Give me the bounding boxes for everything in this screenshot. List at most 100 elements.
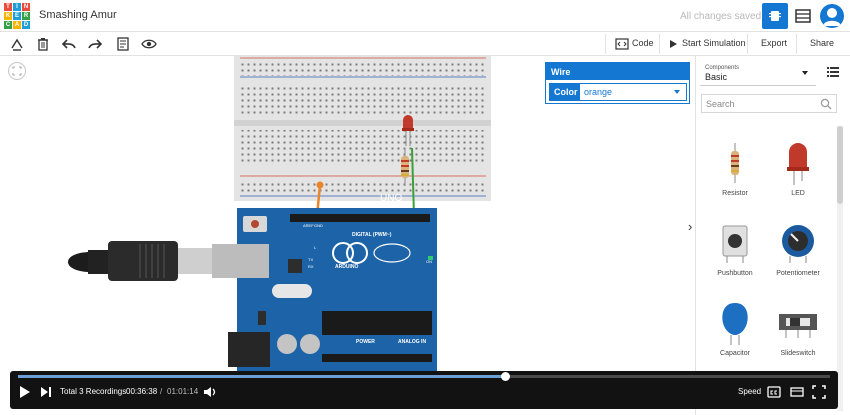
component-label: LED — [791, 190, 805, 197]
select-underline — [700, 85, 816, 86]
chevron-down-icon — [674, 90, 680, 94]
speed-button[interactable]: Speed — [738, 387, 762, 396]
capacitor-icon — [715, 298, 755, 348]
color-value: orange — [584, 87, 613, 97]
potentiometer-icon — [778, 218, 818, 268]
toolbar-divider — [659, 34, 660, 54]
component-pushbutton[interactable]: Pushbutton — [705, 218, 765, 288]
l-led-label: L — [314, 245, 317, 250]
scrollbar-thumb[interactable] — [837, 126, 843, 204]
toolbar: Code Start Simulation Export Share — [0, 32, 850, 56]
zoom-to-fit-button[interactable] — [8, 62, 26, 80]
component-label: Slideswitch — [780, 350, 816, 357]
search-icon — [820, 98, 832, 110]
notes-button[interactable] — [115, 36, 131, 52]
digital-pwm-label: DIGITAL (PWM~) — [352, 232, 392, 238]
chip-icon — [769, 11, 781, 21]
gnd-pin-label: GND — [314, 223, 323, 228]
components-panel: Components Basic Search — [695, 56, 850, 415]
undo-button[interactable] — [61, 36, 77, 52]
components-category-select[interactable]: Basic — [705, 72, 728, 82]
project-title[interactable]: Smashing Amur — [39, 9, 117, 21]
component-led[interactable]: LED — [768, 138, 828, 208]
progress-knob[interactable] — [501, 372, 511, 381]
code-button[interactable]: Code — [632, 38, 654, 48]
user-icon — [823, 8, 841, 26]
progress-fill — [18, 375, 506, 378]
component-label: Resistor — [722, 190, 748, 197]
collapse-panel-chevron-icon[interactable]: › — [688, 219, 693, 234]
component-list-icon[interactable] — [795, 8, 811, 24]
trash-icon — [38, 38, 48, 51]
user-avatar[interactable] — [820, 4, 844, 28]
export-button[interactable]: Export — [761, 38, 788, 48]
analog-in-header-label: ANALOG IN — [398, 339, 427, 345]
video-player-bar: Total 3 Recordings 00:36:38 / 01:01:14 S… — [10, 371, 838, 409]
theater-mode-icon[interactable] — [790, 385, 804, 399]
wire-color-select[interactable]: Color orange — [549, 83, 687, 101]
power-header-label: POWER — [356, 339, 375, 345]
chevron-down-icon[interactable] — [802, 71, 808, 75]
wire-inspector: Wire Color orange — [545, 62, 690, 104]
save-status: All changes saved — [680, 11, 762, 22]
fullscreen-icon[interactable] — [812, 385, 826, 399]
component-label: Pushbutton — [717, 270, 753, 277]
start-simulation-button[interactable]: Start Simulation — [682, 38, 746, 48]
arduino-brand-label: ARDUINO — [335, 264, 359, 270]
rotate-tool[interactable] — [9, 36, 25, 52]
top-bar: T I N K E R C A D Smashing Amur All chan… — [0, 0, 850, 32]
recordings-count: Total 3 Recordings — [60, 387, 127, 396]
resistor-icon — [715, 138, 755, 188]
share-button[interactable]: Share — [810, 38, 835, 48]
component-label: Potentiometer — [776, 270, 820, 277]
tinkercad-logo[interactable]: T I N K E R C A D — [4, 3, 30, 29]
toolbar-divider — [796, 34, 797, 54]
color-label: Color — [550, 84, 580, 100]
component-resistor[interactable]: Resistor — [705, 138, 765, 208]
notes-icon — [117, 37, 129, 51]
arduino-uno-board[interactable] — [212, 208, 437, 374]
toolbar-divider — [747, 34, 748, 54]
captions-icon[interactable] — [767, 385, 781, 399]
play-icon[interactable] — [19, 385, 31, 399]
search-placeholder: Search — [706, 99, 735, 109]
uno-model-label: UNO — [380, 193, 403, 204]
green-wire[interactable] — [411, 147, 415, 217]
total-time: 01:01:14 — [167, 387, 199, 396]
slideswitch-icon — [778, 298, 818, 348]
led-icon — [778, 138, 818, 188]
volume-icon[interactable] — [203, 385, 217, 399]
usb-cable[interactable] — [68, 241, 213, 281]
circuit-canvas[interactable]: DIGITAL (PWM~) ARDUINO UNO ON L TX RX AR… — [0, 56, 695, 415]
delete-button[interactable] — [35, 36, 51, 52]
undo-icon — [62, 39, 76, 49]
fit-view-icon — [12, 66, 22, 76]
search-input[interactable]: Search — [701, 94, 837, 113]
panel-scrollbar[interactable] — [837, 126, 843, 411]
toolbar-divider — [605, 34, 606, 54]
code-icon — [614, 36, 630, 52]
components-label: Components — [705, 65, 740, 71]
list-view-icon[interactable] — [827, 67, 839, 77]
aref-pin-label: AREF — [303, 223, 314, 228]
led-component[interactable] — [402, 115, 414, 146]
redo-button[interactable] — [87, 36, 103, 52]
inspector-title: Wire — [546, 63, 689, 80]
circuit-view-button[interactable] — [762, 3, 788, 29]
pushbutton-icon — [715, 218, 755, 268]
progress-track[interactable] — [18, 372, 830, 381]
eye-icon — [141, 39, 157, 49]
component-slideswitch[interactable]: Slideswitch — [768, 298, 828, 368]
component-potentiometer[interactable]: Potentiometer — [768, 218, 828, 288]
resistor-component[interactable] — [401, 148, 409, 186]
play-icon — [665, 36, 681, 52]
visibility-button[interactable] — [141, 36, 157, 52]
time-separator: / — [160, 387, 163, 396]
rotate-icon — [11, 38, 23, 51]
component-capacitor[interactable]: Capacitor — [705, 298, 765, 368]
circuit-drawing — [68, 56, 491, 374]
breadboard[interactable] — [234, 56, 491, 201]
skip-next-icon[interactable] — [40, 385, 52, 399]
current-time: 00:36:38 — [126, 387, 158, 396]
